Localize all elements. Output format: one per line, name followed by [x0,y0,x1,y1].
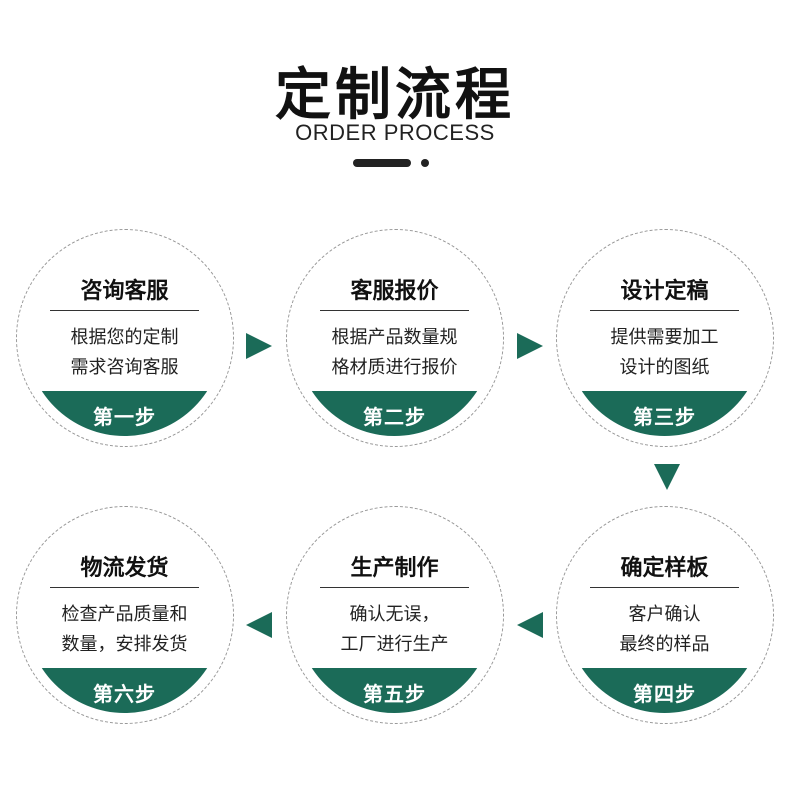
arrow-right-icon [517,333,543,359]
step-inner-4: 确定样板 客户确认 最终的样品 第四步 [566,516,763,713]
step-description: 客户确认 最终的样品 [566,600,763,660]
step-label: 第五步 [363,682,426,706]
step-card-2: 客服报价 根据产品数量规 格材质进行报价 第二步 [286,229,504,447]
step-label-band [26,668,223,713]
step-label-band [296,391,493,436]
step-label: 第六步 [93,682,156,706]
step-inner-3: 设计定稿 提供需要加工 设计的图纸 第三步 [566,239,763,436]
step-divider [50,587,199,588]
step-divider [320,310,469,311]
step-title: 物流发货 [80,556,169,581]
step-title: 确定样板 [620,556,709,581]
step-title: 生产制作 [350,556,439,581]
step-label: 第三步 [633,405,696,429]
step-desc-line: 格材质进行报价 [331,357,458,378]
step-description: 根据产品数量规 格材质进行报价 [296,323,493,383]
step-title: 咨询客服 [80,279,169,304]
step-card-3: 设计定稿 提供需要加工 设计的图纸 第三步 [556,229,774,447]
divider-bar [353,159,411,167]
arrow-down-icon [654,464,680,490]
step-label-band [566,391,763,436]
step-desc-line: 工厂进行生产 [340,634,449,655]
step-label: 第二步 [363,405,426,429]
step-label: 第一步 [93,405,156,429]
step-card-4: 确定样板 客户确认 最终的样品 第四步 [556,506,774,724]
step-title: 客服报价 [350,279,439,304]
step-desc-line: 根据产品数量规 [331,327,458,348]
step-card-1: 咨询客服 根据您的定制 需求咨询客服 第一步 [16,229,234,447]
step-inner-6: 物流发货 检查产品质量和 数量，安排发货 第六步 [26,516,223,713]
step-divider [590,587,739,588]
page-title: 定制流程 [275,63,515,128]
step-desc-line: 数量，安排发货 [61,634,188,655]
step-desc-line: 设计的图纸 [619,357,710,378]
step-desc-line: 检查产品质量和 [61,604,188,625]
step-divider [590,310,739,311]
step-card-6: 物流发货 检查产品质量和 数量，安排发货 第六步 [16,506,234,724]
step-label-band [566,668,763,713]
step-desc-line: 根据您的定制 [70,327,179,348]
step-label: 第四步 [633,682,696,706]
step-divider [50,310,199,311]
divider-dot [421,159,429,167]
step-inner-5: 生产制作 确认无误， 工厂进行生产 第五步 [296,516,493,713]
step-description: 根据您的定制 需求咨询客服 [26,323,223,383]
arrow-left-icon [246,612,272,638]
arrow-right-icon [246,333,272,359]
step-description: 确认无误， 工厂进行生产 [296,600,493,660]
step-desc-line: 需求咨询客服 [70,357,179,378]
step-description: 检查产品质量和 数量，安排发货 [26,600,223,660]
page-subtitle: ORDER PROCESS [295,120,495,145]
step-desc-line: 确认无误， [349,604,440,625]
step-card-5: 生产制作 确认无误， 工厂进行生产 第五步 [286,506,504,724]
step-desc-line: 最终的样品 [619,634,710,655]
step-title: 设计定稿 [620,279,709,304]
step-inner-1: 咨询客服 根据您的定制 需求咨询客服 第一步 [26,239,223,436]
step-inner-2: 客服报价 根据产品数量规 格材质进行报价 第二步 [296,239,493,436]
step-label-band [296,668,493,713]
arrow-left-icon [517,612,543,638]
step-description: 提供需要加工 设计的图纸 [566,323,763,383]
step-desc-line: 客户确认 [628,604,701,625]
step-divider [320,587,469,588]
step-desc-line: 提供需要加工 [610,327,719,348]
step-label-band [26,391,223,436]
